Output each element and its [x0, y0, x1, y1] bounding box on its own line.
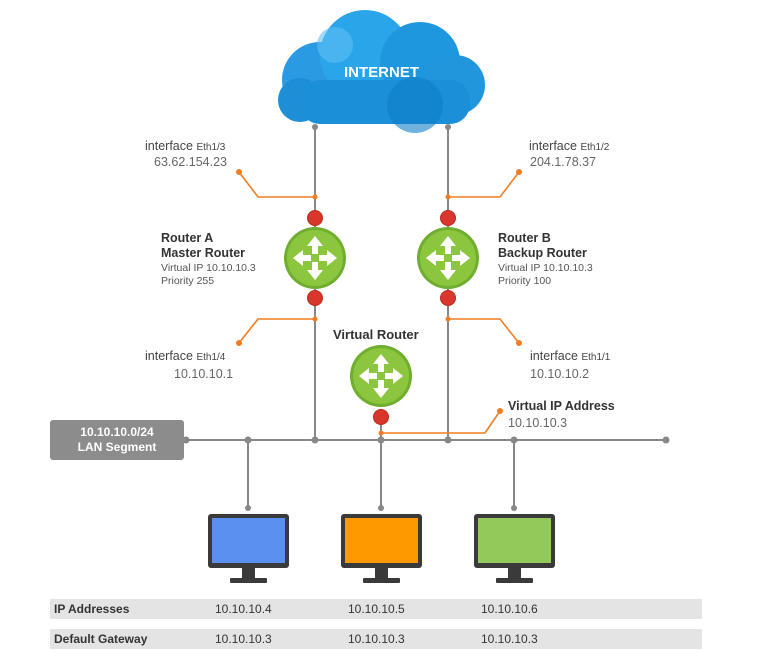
router-b-lower-ip: 10.10.10.2 [530, 367, 590, 381]
callout-vip [381, 410, 501, 434]
router-a-priority: Priority 255 [161, 275, 215, 287]
ip-address-row: IP Addresses 10.10.10.4 10.10.10.5 10.10… [50, 599, 702, 619]
interface-name: Eth1/2 [580, 142, 610, 153]
virtual-ip-value: 10.10.10.3 [508, 416, 568, 430]
host-2-gateway: 10.10.10.3 [348, 632, 405, 646]
port-virtual [373, 409, 389, 425]
callout-eth11 [448, 318, 520, 344]
router-b-priority: Priority 100 [498, 275, 552, 287]
interface-prefix: interface [530, 349, 578, 363]
host-1-monitor-icon [208, 514, 289, 583]
router-b-lower-interface-label: interface Eth1/1 [530, 349, 610, 363]
router-a-role: Master Router [161, 246, 246, 260]
interface-name: Eth1/4 [196, 352, 226, 363]
router-a-vip: Virtual IP 10.10.10.3 [161, 262, 256, 274]
host-1-ip: 10.10.10.4 [215, 602, 272, 616]
interface-ports [307, 210, 456, 425]
ip-address-header: IP Addresses [54, 602, 130, 616]
host-2-ip: 10.10.10.5 [348, 602, 405, 616]
router-b-role: Backup Router [498, 246, 587, 260]
router-a-title: Router A [161, 231, 214, 245]
virtual-router-icon [350, 345, 412, 407]
lan-segment-subnet: 10.10.10.0/24 [80, 425, 154, 439]
router-a-lower-ip: 10.10.10.1 [174, 367, 234, 381]
callout-eth14 [238, 318, 315, 344]
virtual-router-title: Virtual Router [333, 327, 419, 342]
interface-prefix: interface [529, 139, 577, 153]
router-b-title: Router B [498, 231, 551, 245]
port-eth13 [307, 210, 323, 226]
interface-name: Eth1/3 [196, 142, 226, 153]
port-eth12 [440, 210, 456, 226]
router-b-icon [417, 227, 479, 289]
callout-dots [236, 169, 522, 436]
router-b-upper-ip: 204.1.78.37 [530, 155, 597, 169]
callout-eth12 [448, 171, 520, 198]
default-gateway-row: Default Gateway 10.10.10.3 10.10.10.3 10… [50, 629, 702, 649]
host-3-monitor-icon [474, 514, 555, 583]
interface-name: Eth1/1 [581, 352, 611, 363]
host-1-gateway: 10.10.10.3 [215, 632, 272, 646]
host-3-gateway: 10.10.10.3 [481, 632, 538, 646]
host-2-monitor-icon [341, 514, 422, 583]
router-a-upper-interface-label: interface Eth1/3 [145, 139, 225, 153]
host-3-ip: 10.10.10.6 [481, 602, 538, 616]
router-b-vip: Virtual IP 10.10.10.3 [498, 262, 593, 274]
internet-label: INTERNET [344, 64, 419, 81]
router-a-upper-ip: 63.62.154.23 [154, 155, 227, 169]
callouts [238, 171, 520, 434]
link-dots [182, 124, 670, 511]
router-a-icon [284, 227, 346, 289]
default-gateway-header: Default Gateway [54, 632, 148, 646]
lan-segment-label: LAN Segment [77, 440, 157, 454]
internet-cloud [278, 10, 485, 133]
router-a-lower-interface-label: interface Eth1/4 [145, 349, 225, 363]
interface-prefix: interface [145, 349, 193, 363]
interface-prefix: interface [145, 139, 193, 153]
lan-segment-badge: 10.10.10.0/24 LAN Segment [50, 420, 184, 460]
router-b-upper-interface-label: interface Eth1/2 [529, 139, 609, 153]
port-eth11 [440, 290, 456, 306]
virtual-ip-label: Virtual IP Address [508, 399, 615, 413]
port-eth14 [307, 290, 323, 306]
callout-eth13 [238, 171, 315, 198]
links [184, 125, 666, 508]
